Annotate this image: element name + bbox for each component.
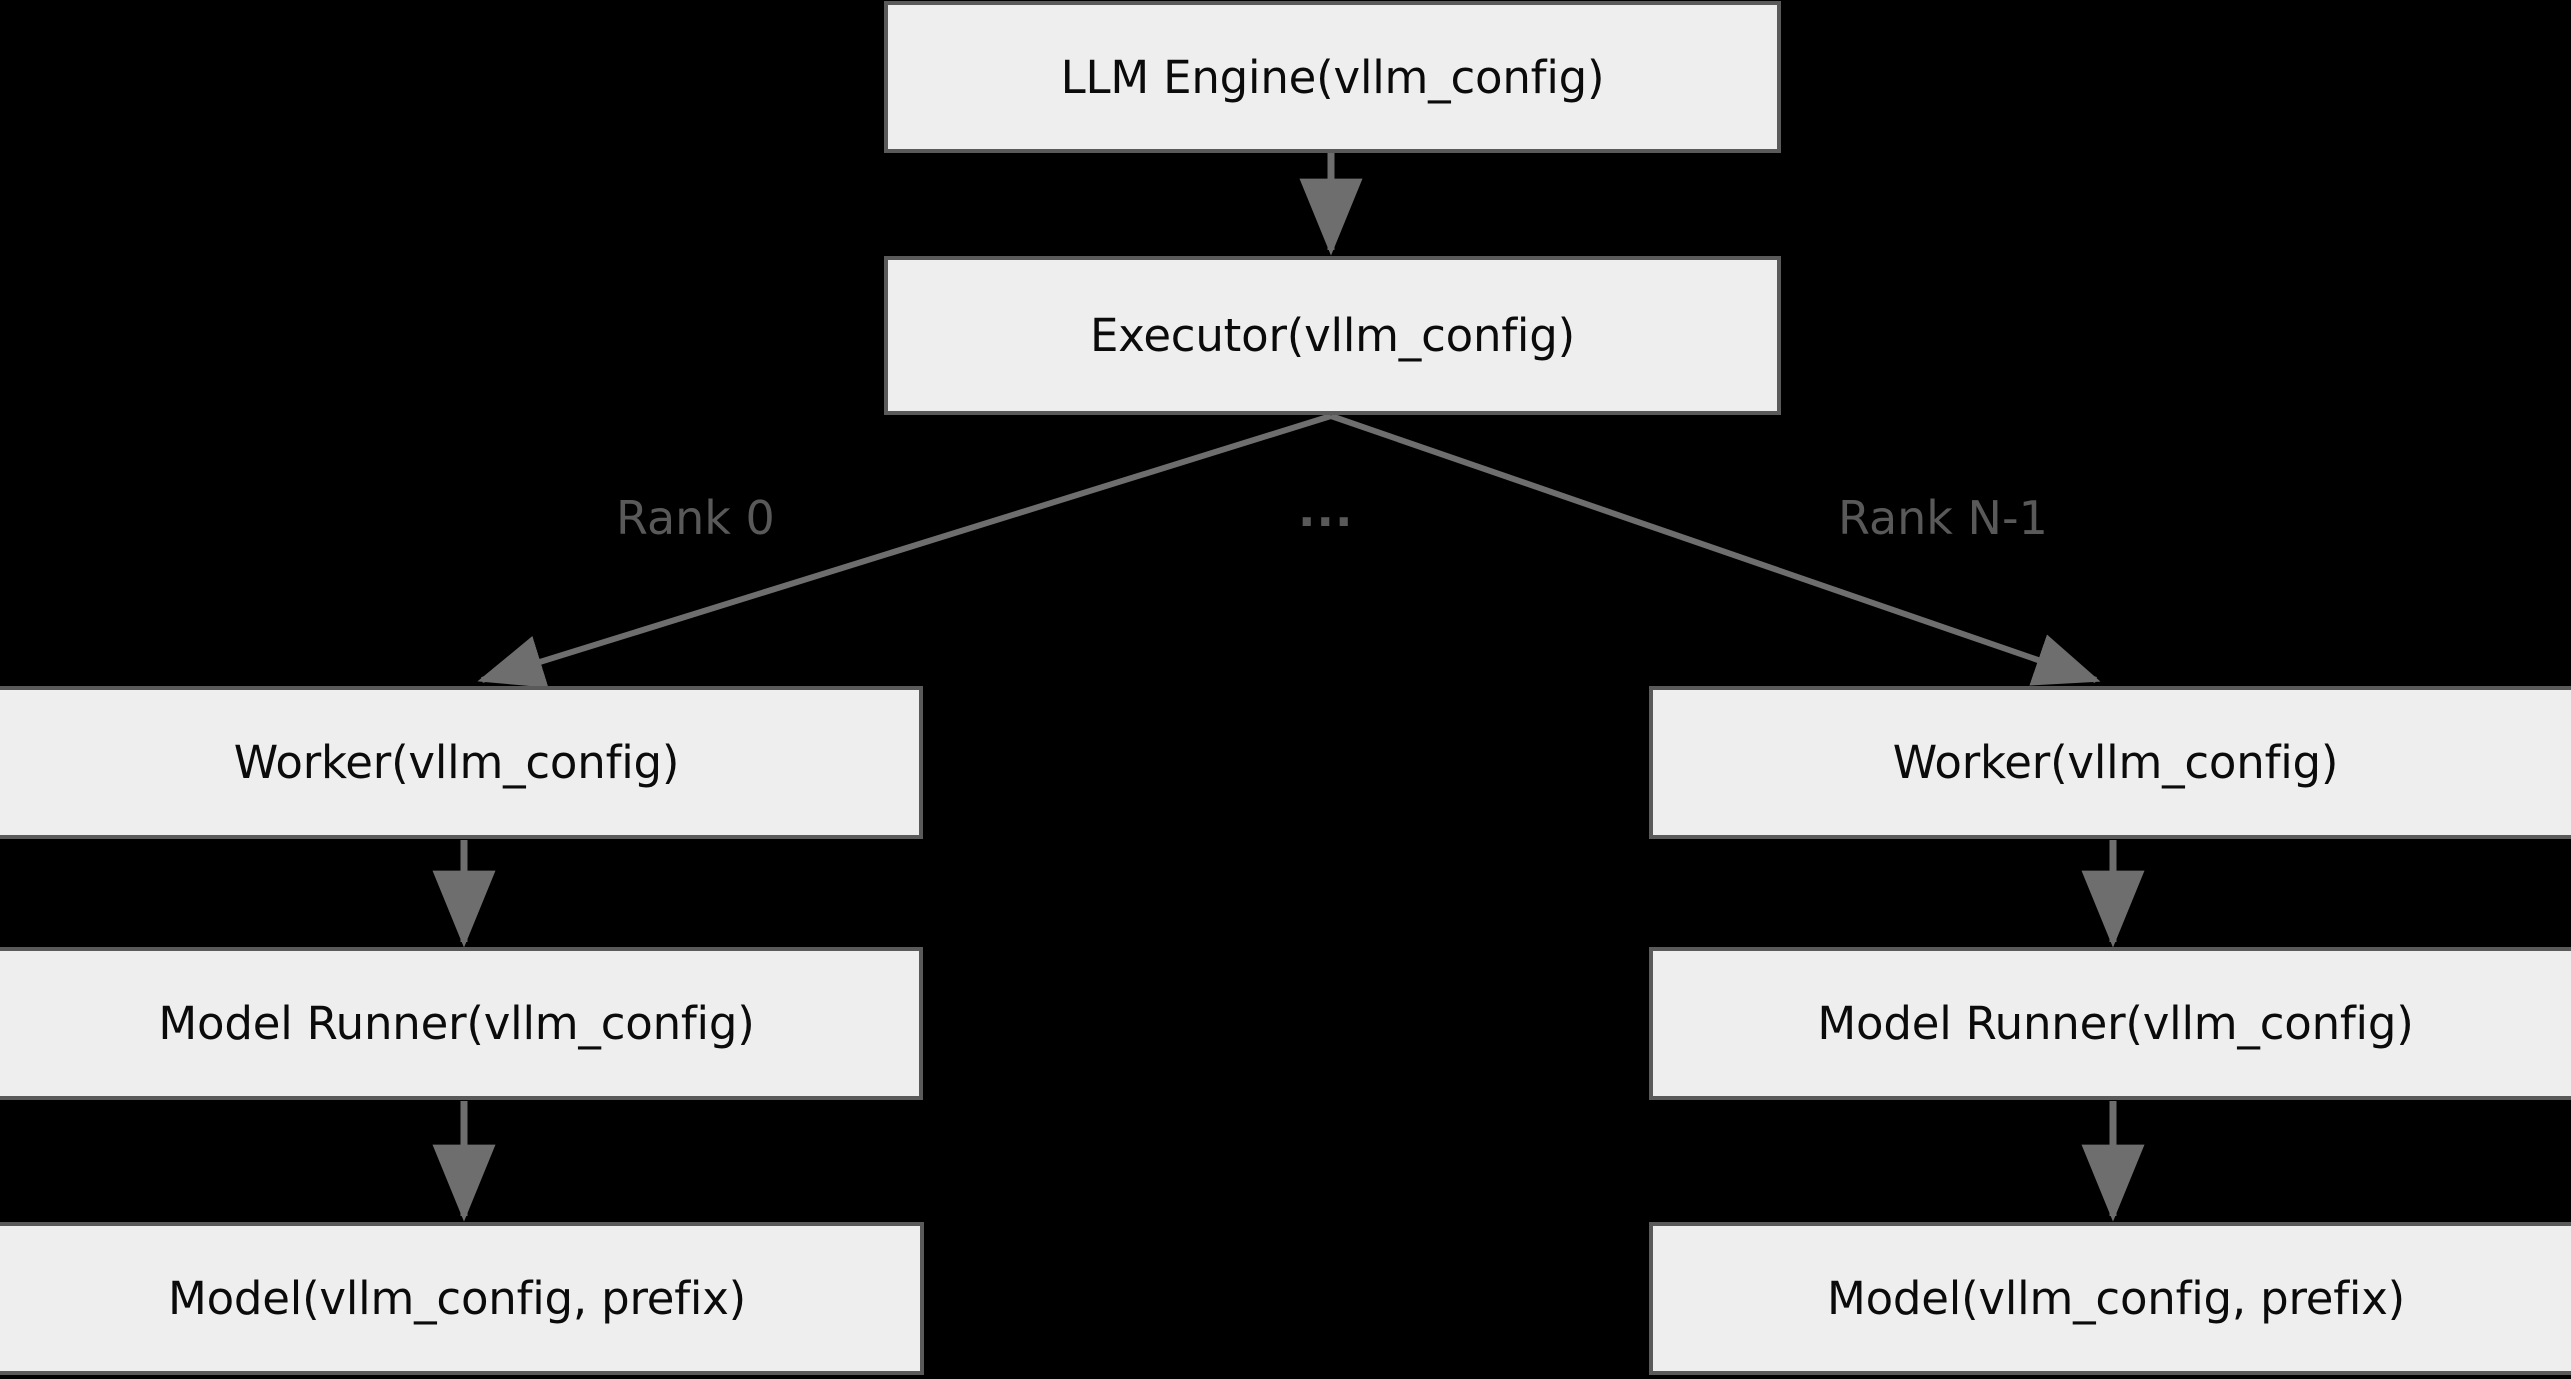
- node-model-rankn-label: Model(vllm_config, prefix): [1826, 1272, 2406, 1325]
- edge-label-rank-n-1: Rank N-1: [1838, 491, 2048, 545]
- node-executor[interactable]: Executor(vllm_config): [884, 256, 1781, 415]
- node-llm-engine-label: LLM Engine(vllm_config): [1060, 50, 1605, 104]
- node-model-rank0-label: Model(vllm_config, prefix): [167, 1272, 747, 1325]
- edge-label-rank-ellipsis: ...: [1298, 483, 1354, 537]
- node-model-runner-rank0[interactable]: Model Runner(vllm_config): [0, 947, 923, 1100]
- edge-executor-to-worker-rank0: [477, 413, 1332, 688]
- edge-label-rank-0: Rank 0: [616, 491, 775, 545]
- node-executor-label: Executor(vllm_config): [1090, 309, 1575, 362]
- node-worker-rankn-label: Worker(vllm_config): [1892, 736, 2339, 789]
- edge-executor-to-worker-rankn: [1330, 413, 2101, 686]
- node-model-runner-rankn-label: Model Runner(vllm_config): [1817, 997, 2414, 1050]
- node-worker-rank0-label: Worker(vllm_config): [233, 736, 680, 789]
- node-worker-rankn[interactable]: Worker(vllm_config): [1649, 686, 2571, 839]
- node-worker-rank0[interactable]: Worker(vllm_config): [0, 686, 923, 839]
- node-model-runner-rank0-label: Model Runner(vllm_config): [158, 997, 755, 1050]
- node-model-rank0[interactable]: Model(vllm_config, prefix): [0, 1222, 924, 1375]
- node-model-runner-rankn[interactable]: Model Runner(vllm_config): [1649, 947, 2571, 1100]
- node-llm-engine[interactable]: LLM Engine(vllm_config): [884, 1, 1781, 153]
- node-model-rankn[interactable]: Model(vllm_config, prefix): [1649, 1222, 2571, 1375]
